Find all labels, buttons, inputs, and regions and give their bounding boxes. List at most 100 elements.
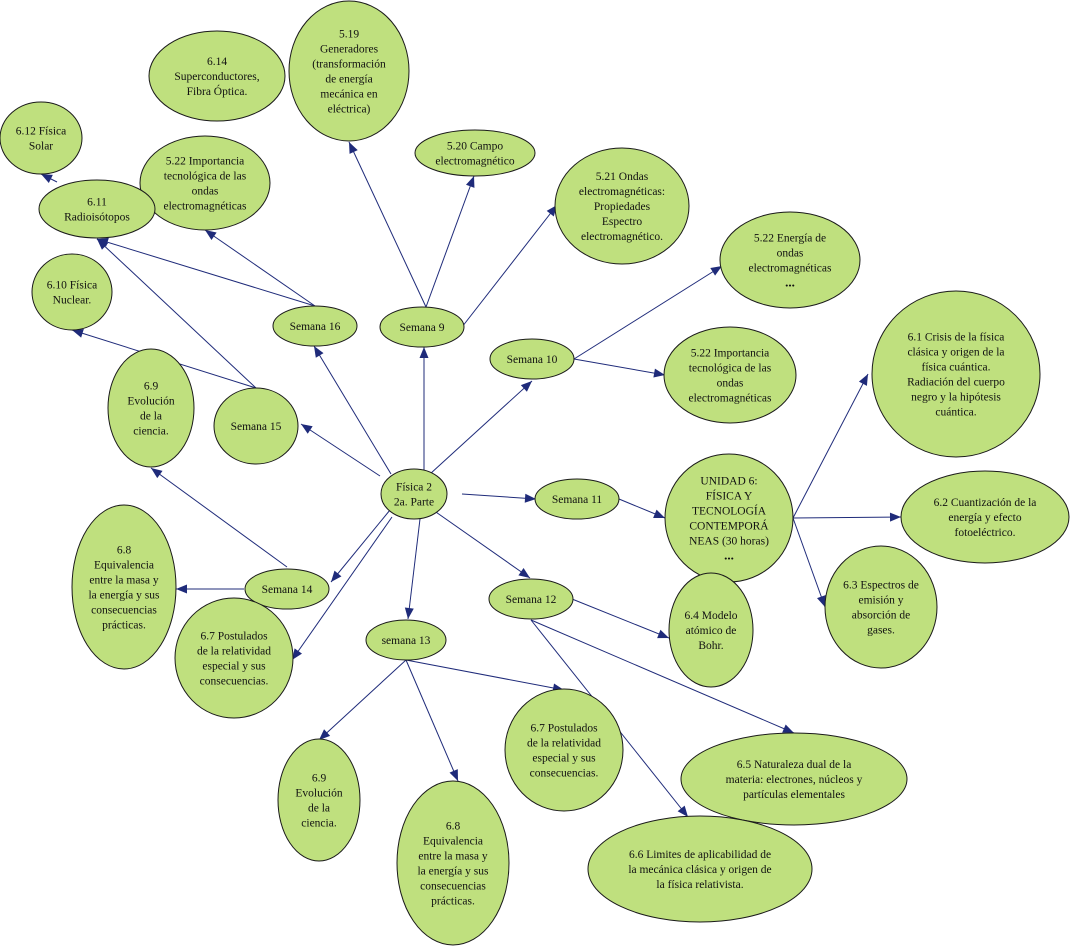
arrowhead-s11-u6 [653, 509, 665, 518]
node-label-line: 5.20 Campo [447, 141, 503, 153]
node-label-line: Equivalencia [423, 836, 483, 848]
node-ellipse [396, 780, 510, 946]
node-label-line: ... [724, 548, 734, 563]
arrowhead-s12-n65 [782, 724, 794, 733]
node-label-line: clásica y origen de la [907, 347, 1004, 359]
node-label-line: CONTEMPORÁ [689, 519, 769, 533]
node-label-line: 6.8 [446, 821, 461, 833]
connector-center-s15 [300, 423, 381, 477]
arrowhead-center-s9 [419, 347, 429, 358]
node-label-line: Semana 11 [552, 494, 603, 506]
connector-center-s11 [461, 493, 537, 500]
arrowhead-center-s14 [331, 570, 342, 582]
node-label-line: Evolución [295, 788, 343, 800]
node-label-line: ondas [717, 378, 744, 390]
node-label-line: partículas elementales [743, 789, 845, 801]
connector-s16-n522a [204, 229, 316, 307]
node-ellipse [71, 504, 177, 670]
arrowhead-s13-n68b [449, 769, 458, 781]
node-label-line: Semana 12 [506, 594, 557, 606]
node-s14[interactable]: Semana 14 [244, 568, 330, 610]
node-ellipse [174, 597, 294, 719]
node-label-line: Semana 9 [399, 322, 444, 334]
node-label-line: Radiación del cuerpo [907, 377, 1005, 389]
node-ellipse [31, 253, 113, 331]
node-label-line: electromagnético. [581, 231, 663, 243]
node-label-line: ondas [777, 248, 804, 260]
arrowhead-n611-n612 [41, 174, 53, 183]
arrowhead-s15-n610 [72, 329, 84, 338]
node-n522e[interactable]: 5.22 Energía deondaselectromagnéticas... [719, 211, 861, 309]
arrowhead-s13-n69b [319, 729, 331, 740]
node-label-line: consecuencias [91, 605, 157, 617]
node-s15[interactable]: Semana 15 [213, 387, 299, 465]
node-label-line: tecnológica de las [164, 171, 247, 183]
node-label-line: 6.12 Física [16, 126, 66, 138]
node-label-line: absorción de [852, 610, 910, 622]
node-label-line: semana 13 [382, 635, 431, 647]
node-label-line: ... [785, 275, 795, 290]
node-label-line: Generadores [320, 44, 379, 56]
node-n66[interactable]: 6.6 Limites de aplicabilidad de la mecáni… [587, 815, 813, 923]
node-label-line: de energía [325, 74, 372, 86]
node-ellipse [680, 732, 908, 826]
node-ellipse [38, 179, 156, 239]
node-s11[interactable]: Semana 11 [534, 478, 620, 520]
node-label-line: TECNOLOGÍA [692, 504, 767, 518]
node-label-line: Bohr. [698, 640, 723, 652]
node-label-line: especial y sus [202, 661, 266, 673]
node-center[interactable]: Física 22a. Parte [380, 468, 448, 520]
node-label-line: Evolución [127, 396, 175, 408]
node-s13[interactable]: semana 13 [365, 619, 447, 661]
arrowhead-s14-n69a [151, 468, 163, 479]
node-ellipse [107, 348, 195, 468]
node-label-line: la mecánica clásica y origen de [628, 864, 771, 876]
node-ellipse [534, 478, 620, 520]
node-label-line: 6.3 Espectros de [843, 580, 919, 592]
node-label-line: de la relatividad [527, 738, 601, 750]
connector-s10-n522e [573, 265, 723, 360]
node-label-line: ondas [192, 186, 219, 198]
node-ellipse [277, 738, 361, 862]
node-label-line: 6.4 Modelo [684, 610, 737, 622]
node-ellipse [272, 305, 358, 347]
node-label-line: electromagnéticas [688, 393, 772, 405]
node-label-line: 6.6 Limites de aplicabilidad de [629, 849, 771, 861]
node-label-line: FÍSICA Y [706, 489, 753, 503]
arrowhead-s12-n64 [657, 629, 669, 639]
connector-center-s10 [429, 380, 533, 475]
connector-s16-n611 [96, 238, 316, 307]
node-s10[interactable]: Semana 10 [489, 338, 575, 380]
node-n521[interactable]: 5.21 Ondaselectromagnéticas:PropiedadesE… [554, 147, 690, 265]
node-label-line: Espectro [602, 216, 642, 228]
node-u6[interactable]: UNIDAD 6:FÍSICA YTECNOLOGÍACONTEMPORÁNEA… [664, 453, 794, 583]
node-s12[interactable]: Semana 12 [488, 578, 574, 620]
node-s9[interactable]: Semana 9 [379, 306, 465, 348]
arrowhead-s10-n522b [653, 368, 665, 378]
connector-u6-n62 [792, 516, 902, 519]
node-ellipse [664, 453, 794, 583]
arrowhead-s9-n519 [349, 142, 358, 154]
node-s16[interactable]: Semana 16 [272, 305, 358, 347]
node-label-line: 6.9 [312, 773, 327, 785]
